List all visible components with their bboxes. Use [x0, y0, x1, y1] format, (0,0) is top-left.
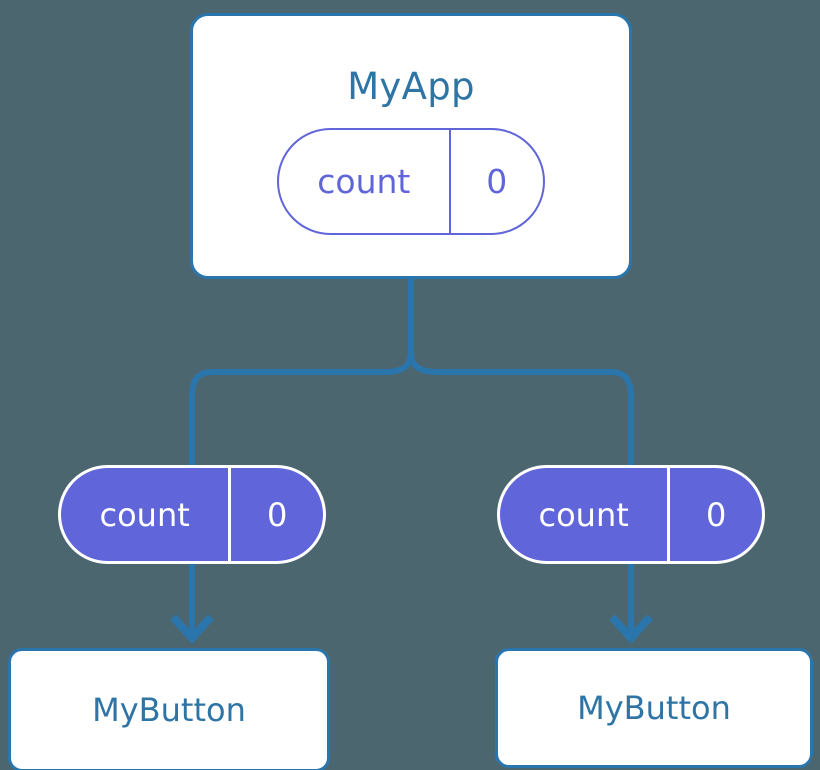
child-component-right-title: MyButton [577, 689, 731, 727]
arrow-head-left-icon [170, 614, 214, 644]
child-component-right-card[interactable]: MyButton [495, 648, 813, 768]
state-chip-right[interactable]: count 0 [497, 465, 765, 564]
connector-branch-left [189, 351, 414, 465]
child-component-left-title: MyButton [92, 691, 246, 729]
state-chip-right-key: count [500, 468, 671, 561]
connector-branch-right [408, 351, 634, 465]
root-component-title: MyApp [347, 65, 475, 108]
state-chip-left-value: 0 [266, 495, 288, 534]
root-state-value: 0 [486, 162, 508, 201]
state-chip-right-value: 0 [705, 495, 727, 534]
child-component-left-card[interactable]: MyButton [8, 648, 330, 770]
state-chip-left-key: count [61, 468, 232, 561]
arrow-head-right-icon [609, 614, 653, 644]
root-state-chip[interactable]: count 0 [277, 128, 545, 235]
state-chip-left[interactable]: count 0 [58, 465, 326, 564]
root-state-key: count [279, 130, 451, 233]
